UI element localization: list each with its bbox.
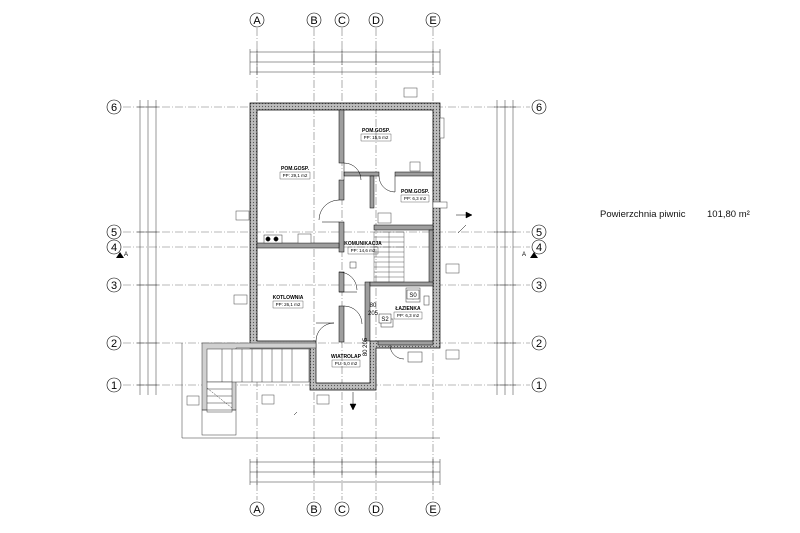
door-swings [315, 162, 405, 360]
section-marker-left-label: A [124, 252, 128, 258]
dimension-lines-right [494, 100, 516, 395]
room-name: POM.GOSP. [362, 128, 391, 134]
room-name: POM.GOSP. [281, 166, 310, 172]
room-kotlownia: KOTLOWNIA PP: 26,1 m2 [273, 295, 304, 309]
room-name: WIATROLAP [331, 354, 362, 360]
interior-walls [256, 109, 434, 346]
room-name: POM.GOSP. [401, 189, 430, 195]
room-area: PP: 6,3 m2 [397, 313, 420, 318]
axis-4-left: 4 [111, 242, 117, 254]
room-wiatrolap: WIATROLAP PU: 5,0 m2 [331, 354, 362, 368]
room-pom-gosp-3: POM.GOSP. PP: 6,3 m2 [400, 189, 430, 203]
column-axis-bubbles-top: A B C D E [249, 12, 441, 28]
room-labels: POM.GOSP. PP: 29,1 m2 POM.GOSP. PP: 15,5… [273, 128, 430, 368]
section-marker-left: A [116, 252, 128, 258]
row-axis-bubbles-right: 6 5 4 3 2 1 [531, 99, 547, 393]
axis-2-left: 2 [111, 338, 117, 350]
axis-6-left: 6 [111, 102, 117, 114]
axis-C-top: C [338, 15, 346, 27]
section-marker-right: A [522, 252, 538, 258]
room-area: PP: 6,3 m2 [404, 196, 427, 201]
interior-stairs [373, 231, 405, 283]
axis-3-right: 3 [536, 280, 542, 292]
room-area: PU: 5,0 m2 [335, 361, 358, 366]
dimension-lines-bottom [249, 459, 441, 485]
axis-B-bottom: B [310, 504, 317, 516]
axis-A-bottom: A [253, 504, 261, 516]
section-marker-right-label: A [522, 252, 526, 258]
vertical-dimension-note: 80 205 [363, 337, 369, 356]
axis-4-right: 4 [536, 242, 542, 254]
axis-A-top: A [253, 15, 261, 27]
room-area: PP: 14,6 m2 [351, 248, 376, 253]
basement-area-value: 101,80 m² [707, 209, 750, 220]
room-area: PP: 29,1 m2 [283, 173, 308, 178]
room-name: ŁAZIENKA [395, 306, 421, 312]
axis-D-top: D [372, 15, 380, 27]
room-komunikacja: KOMUNIKACJA PP: 14,6 m2 [344, 241, 382, 255]
axis-1-left: 1 [111, 380, 117, 392]
axis-5-right: 5 [536, 227, 542, 239]
dimension-lines-left [137, 100, 159, 395]
axis-E-bottom: E [429, 504, 436, 516]
window-marks [186, 87, 460, 406]
exterior-stairs [181, 342, 440, 439]
s0-note: S0 [409, 293, 417, 299]
axis-5-left: 5 [111, 227, 117, 239]
column-axis-bubbles-bottom: A B C D E [249, 501, 441, 517]
dimension-lines-top [249, 49, 441, 75]
axis-6-right: 6 [536, 102, 542, 114]
room-name: KOTLOWNIA [273, 295, 304, 301]
opening-height-note: 205 [368, 311, 379, 317]
room-pom-gosp-2: POM.GOSP. PP: 15,5 m2 [360, 128, 392, 142]
room-area: PP: 26,1 m2 [276, 302, 301, 307]
room-pom-gosp-1: POM.GOSP. PP: 29,1 m2 [279, 166, 311, 180]
basement-area-label: Powierzchnia piwnic [600, 209, 686, 220]
axis-3-left: 3 [111, 280, 117, 292]
axis-D-bottom: D [372, 504, 380, 516]
room-lazienka: ŁAZIENKA PP: 6,3 m2 [393, 306, 423, 320]
room-name: KOMUNIKACJA [344, 241, 382, 247]
opening-width-note: 80 [370, 303, 377, 309]
row-axis-bubbles-left: 6 5 4 3 2 1 [106, 99, 122, 393]
axis-E-top: E [429, 15, 436, 27]
plan-notes: 80 205 S2 S0 80 205 [363, 289, 420, 356]
axis-B-top: B [310, 15, 317, 27]
axis-1-right: 1 [536, 380, 542, 392]
room-area: PP: 15,5 m2 [364, 135, 389, 140]
axis-C-bottom: C [338, 504, 346, 516]
axis-grid [123, 28, 530, 500]
s2-note: S2 [381, 317, 389, 323]
axis-2-right: 2 [536, 338, 542, 350]
entry-arrows [293, 211, 473, 416]
